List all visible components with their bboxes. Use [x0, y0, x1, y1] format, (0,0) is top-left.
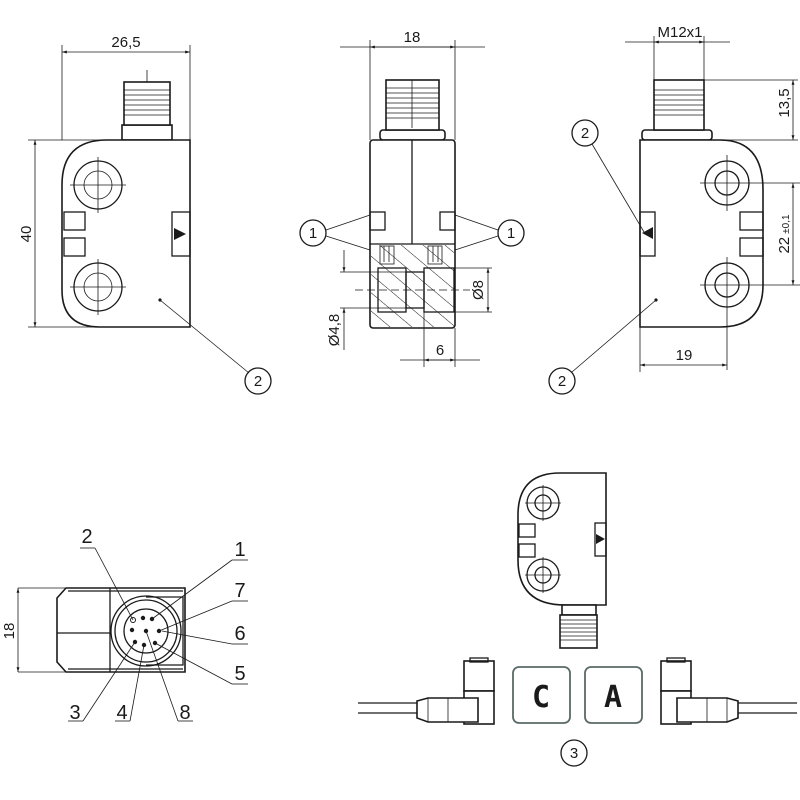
pin-label-5: 5	[234, 663, 245, 685]
pin-label-2: 2	[81, 526, 92, 548]
svg-text:2: 2	[581, 125, 589, 142]
tab	[63, 237, 86, 257]
svg-text:1: 1	[309, 225, 317, 242]
tab	[518, 523, 536, 538]
tab	[63, 211, 86, 231]
cable-connector-right	[660, 657, 797, 725]
callout-3	[560, 739, 588, 767]
thread-lines	[654, 89, 704, 116]
mounting-hole-top	[700, 155, 800, 211]
connector-face	[110, 595, 182, 667]
front-view: 26,5 40 2	[18, 34, 272, 395]
target-slot	[594, 522, 607, 557]
connector-thread	[559, 614, 598, 649]
target-slot	[639, 211, 656, 257]
key-a: A	[584, 666, 643, 724]
connector-head	[660, 660, 692, 692]
rear-view: M12x1 13,5 22±0,1 19 2 2	[548, 24, 800, 395]
tab	[518, 543, 536, 558]
callout-1-right	[497, 219, 525, 247]
dim-offset: 6	[436, 342, 444, 359]
dim-thread: M12x1	[657, 24, 702, 41]
svg-text:1: 1	[507, 225, 515, 242]
thread-lines	[124, 70, 170, 116]
tab	[369, 211, 386, 231]
pinout-view: 18 2 1 7 6 5 3 4 8	[1, 526, 248, 724]
mounting-hole-bottom	[70, 259, 126, 315]
pin-label-7: 7	[234, 580, 245, 602]
connector-base	[641, 129, 713, 141]
connector-base	[561, 604, 597, 616]
pin-label-4: 4	[116, 702, 127, 724]
dim-connector: 13,5	[776, 88, 793, 117]
connector-thread	[123, 81, 171, 126]
arrow-marker-icon	[174, 228, 186, 240]
key-c-label: C	[532, 680, 550, 715]
tab	[739, 237, 764, 257]
dim-bore: Ø8	[470, 280, 487, 300]
coding-view: C A 3	[358, 472, 797, 767]
callout-1-left	[299, 219, 327, 247]
mounting-hole-top	[70, 157, 126, 213]
callout-2	[244, 367, 272, 395]
key-a-label: A	[604, 680, 622, 715]
connector-base	[121, 124, 173, 141]
mounting-hole-bottom	[525, 557, 561, 593]
dim-height: 40	[18, 226, 35, 243]
dim-depth: 19	[676, 347, 693, 364]
side-view: 18 Ø8 Ø4,8 6 1 1	[299, 29, 525, 367]
pin-label-1: 1	[234, 539, 245, 561]
connector-base	[379, 129, 446, 141]
svg-text:2: 2	[254, 373, 262, 390]
mounting-hole-top	[525, 485, 561, 521]
mounting-hole-bottom	[700, 257, 800, 370]
pin-label-8: 8	[179, 702, 190, 724]
dim-hole-spacing: 22±0,1	[776, 214, 793, 254]
arrow-marker-icon	[642, 227, 653, 239]
callout-2-bottom	[548, 367, 576, 395]
sensor-body	[517, 472, 607, 606]
dim-height: 18	[1, 623, 18, 640]
svg-text:2: 2	[558, 373, 566, 390]
section-hatch	[371, 245, 454, 327]
tab	[439, 211, 456, 231]
dim-width: 26,5	[111, 34, 140, 51]
callout-2-top	[571, 119, 599, 147]
pin-leaders	[68, 547, 248, 722]
thread-lines	[386, 80, 439, 128]
dim-width: 18	[404, 29, 421, 46]
tab	[739, 211, 764, 231]
dim-hole: Ø4,8	[326, 314, 343, 347]
cable-connector-left	[358, 657, 495, 725]
connector-head	[463, 660, 495, 692]
connector-thread	[385, 79, 440, 131]
target-slot	[171, 211, 191, 257]
pin-label-3: 3	[69, 702, 80, 724]
arrow-marker-icon	[596, 534, 605, 544]
pin-label-6: 6	[234, 623, 245, 645]
svg-text:3: 3	[570, 745, 578, 762]
key-c: C	[512, 666, 571, 724]
